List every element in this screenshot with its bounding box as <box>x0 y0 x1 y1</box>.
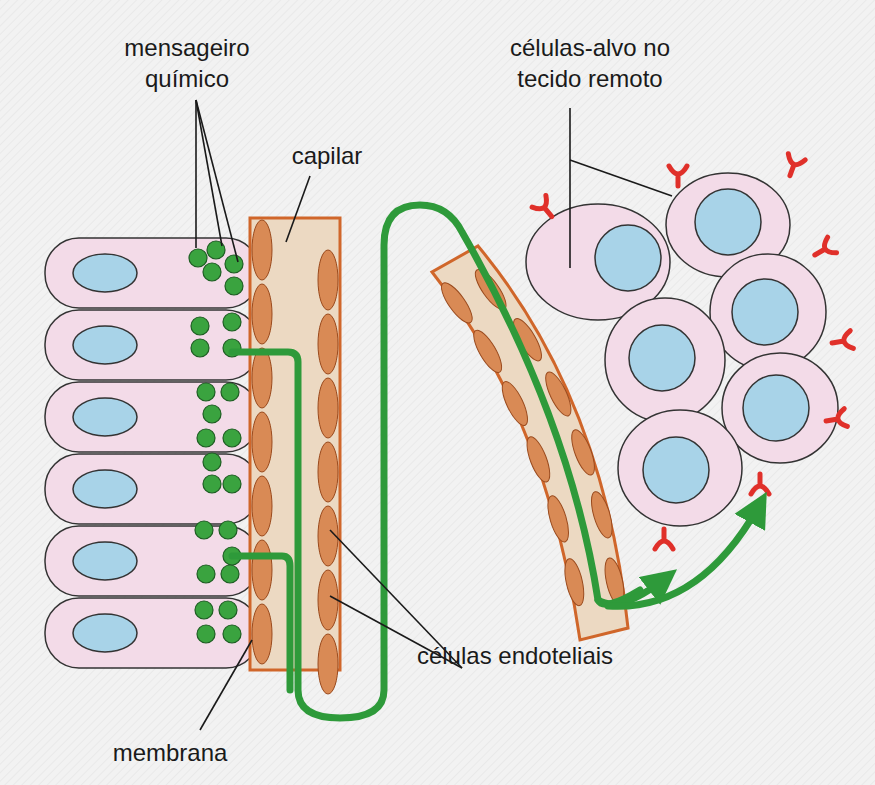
label: mensageiro químico <box>92 32 282 94</box>
cell <box>45 310 260 380</box>
label: capilar <box>267 140 387 171</box>
endothelial-cell <box>252 284 272 344</box>
receptor-shape <box>532 195 559 222</box>
receptor <box>655 529 673 549</box>
receptor <box>781 154 805 179</box>
receptor-shape <box>751 474 769 494</box>
messenger-dot <box>195 521 213 539</box>
receptor <box>751 474 769 494</box>
endothelial-cell <box>252 348 272 408</box>
endothelial-cell <box>252 540 272 600</box>
messenger-dot <box>223 429 241 447</box>
secretory-cells <box>45 238 260 668</box>
messenger-dot <box>221 383 239 401</box>
nucleus <box>73 254 137 292</box>
messenger-dots <box>189 241 243 643</box>
endothelial-cell <box>436 279 477 327</box>
nucleus <box>595 225 661 291</box>
messenger-dot <box>203 263 221 281</box>
receptor-shape <box>655 529 673 549</box>
receptor <box>831 331 854 352</box>
messenger-dot <box>203 475 221 493</box>
messenger-dot <box>219 601 237 619</box>
endothelial-cell <box>318 634 338 694</box>
receptor-shape <box>831 331 854 352</box>
receptor <box>825 409 848 430</box>
label: células-alvo no tecido remoto <box>475 32 705 94</box>
messenger-dot <box>203 405 221 423</box>
nucleus <box>73 614 137 652</box>
messenger-dot <box>197 565 215 583</box>
nucleus <box>643 437 709 503</box>
messenger-dot <box>223 475 241 493</box>
endothelial-cell <box>318 570 338 630</box>
endothelial-cell <box>318 442 338 502</box>
cell <box>45 382 260 452</box>
nucleus <box>73 470 137 508</box>
messenger-dot <box>197 625 215 643</box>
nucleus <box>732 279 798 345</box>
target-cell <box>618 410 742 526</box>
receptor <box>810 237 836 263</box>
nucleus <box>73 542 137 580</box>
nucleus <box>73 326 137 364</box>
messenger-dot <box>197 383 215 401</box>
messenger-dot <box>189 249 207 267</box>
messenger-dot <box>225 277 243 295</box>
endothelial-cell <box>469 327 507 377</box>
endothelial-cell <box>522 434 554 485</box>
endothelial-cell <box>497 378 532 428</box>
cell <box>45 598 260 668</box>
label: células endoteliais <box>415 640 615 671</box>
messenger-dot <box>191 339 209 357</box>
receptor <box>532 195 559 222</box>
endothelial-cell <box>318 378 338 438</box>
nucleus <box>695 189 761 255</box>
messenger-dot <box>223 625 241 643</box>
endothelial-cell <box>561 557 587 607</box>
endothelial-cell <box>587 490 616 541</box>
endothelial-cell <box>567 427 599 478</box>
messenger-dot <box>203 453 221 471</box>
endothelial-cell <box>252 604 272 664</box>
messenger-dot <box>225 255 243 273</box>
endothelial-cell <box>252 220 272 280</box>
leader-lines <box>196 100 672 730</box>
receptor-shape <box>810 237 836 263</box>
receptor-shape <box>781 154 805 179</box>
receptor-shape <box>825 409 848 430</box>
nucleus <box>629 325 695 391</box>
endothelial-cell <box>252 476 272 536</box>
nucleus <box>73 398 137 436</box>
nucleus <box>743 375 809 441</box>
endothelial-cell <box>318 314 338 374</box>
messenger-dot <box>221 565 239 583</box>
endothelial-cell <box>544 494 573 545</box>
receptor <box>669 166 687 186</box>
receptor-shape <box>669 166 687 186</box>
cell <box>45 454 260 524</box>
target-cell <box>605 298 725 422</box>
messenger-dot <box>219 521 237 539</box>
messenger-dot <box>191 317 209 335</box>
label: membrana <box>90 737 250 768</box>
messenger-dot <box>223 313 241 331</box>
target-cell <box>710 254 826 370</box>
messenger-path <box>232 205 760 718</box>
endothelial-cell <box>252 412 272 472</box>
messenger-dot <box>197 429 215 447</box>
messenger-dot <box>195 601 213 619</box>
endothelial-cell <box>318 250 338 310</box>
cell <box>45 238 260 308</box>
target-cell <box>722 353 838 463</box>
